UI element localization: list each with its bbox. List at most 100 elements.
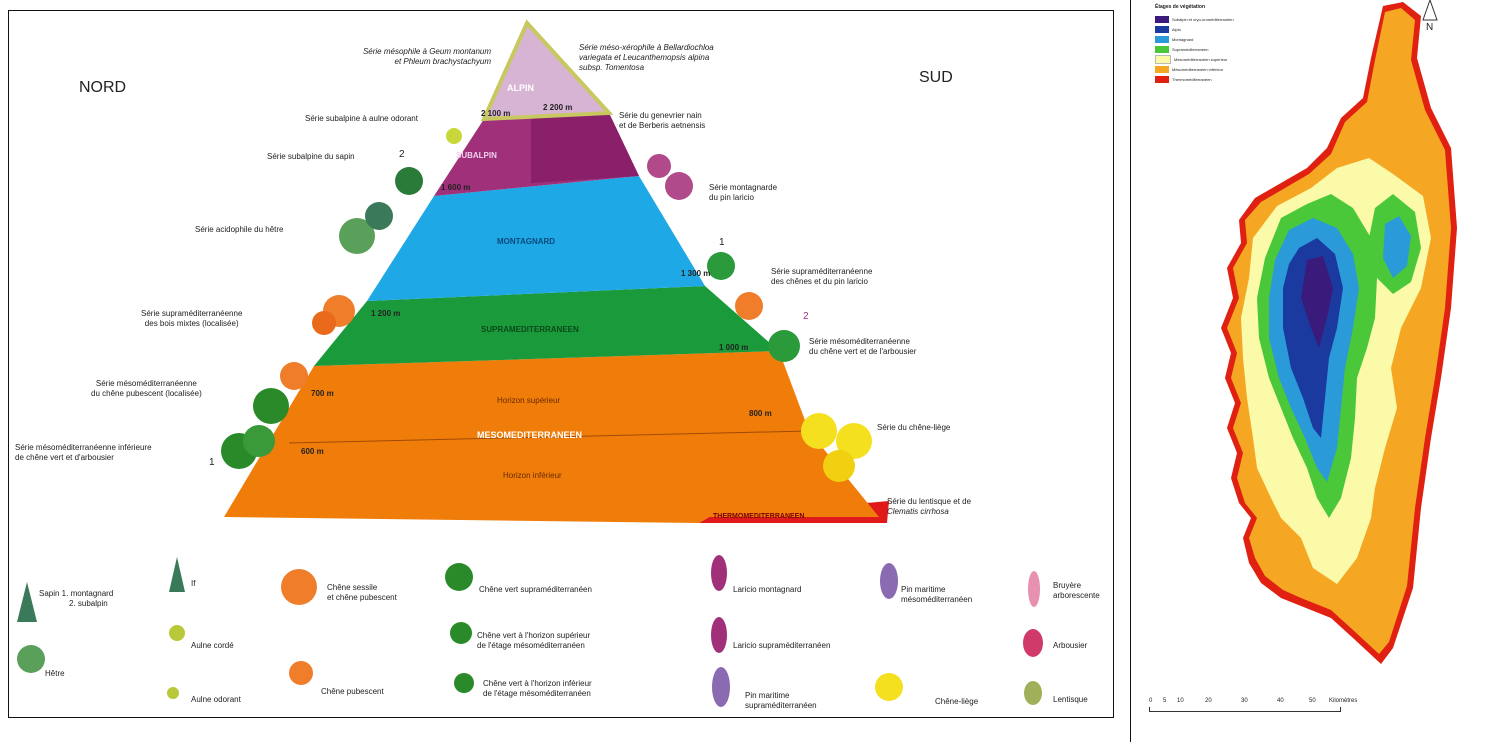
legend-aulne-odorant: Aulne odorant bbox=[191, 695, 241, 704]
laricio-montagnard-icon bbox=[711, 555, 727, 591]
legend-hetre: Hêtre bbox=[45, 669, 65, 678]
alt-1000: 1 000 m bbox=[719, 343, 749, 352]
zone-label-montagnard: MONTAGNARD bbox=[497, 237, 556, 246]
alt-2200: 2 200 m bbox=[543, 103, 573, 112]
chene-vert-supra-icon bbox=[445, 563, 473, 591]
north-label: NORD bbox=[79, 79, 127, 96]
bruyere-icon bbox=[1028, 571, 1040, 607]
series-sapin: Série subalpine du sapin bbox=[267, 152, 355, 161]
sapin-icon bbox=[17, 582, 37, 622]
legend-icons bbox=[17, 555, 1043, 707]
alt-1600: 1 600 m bbox=[441, 183, 471, 192]
arbousier-icon bbox=[1023, 629, 1043, 657]
island-cap-corse-mont bbox=[1383, 216, 1411, 278]
alt-1200: 1 200 m bbox=[371, 309, 401, 318]
aulne-odorant-icon bbox=[167, 687, 179, 699]
series-supra-num: 2 bbox=[803, 311, 809, 322]
map-legend-title: Étages de végétation bbox=[1155, 4, 1206, 10]
alt-800: 800 m bbox=[749, 409, 772, 418]
legend-arbousier: Arbousier bbox=[1053, 641, 1088, 650]
scale-line bbox=[1149, 707, 1341, 712]
legend-chene-pubescent: Chêne pubescent bbox=[321, 687, 384, 696]
series-aulne: Série subalpine à aulne odorant bbox=[305, 114, 418, 123]
island-map bbox=[1221, 2, 1457, 664]
pin-maritime-meso-icon bbox=[880, 563, 898, 599]
diagram-svg bbox=[221, 19, 889, 523]
alt-700: 700 m bbox=[311, 389, 334, 398]
north-arrow-icon bbox=[1422, 0, 1438, 21]
laricio-supra-icon bbox=[711, 617, 727, 653]
swatch-thermo bbox=[1155, 75, 1169, 83]
aulne-corde-icon bbox=[169, 625, 185, 641]
legend-lentisque: Lentisque bbox=[1053, 695, 1088, 704]
zone-label-subalpin: SUBALPIN bbox=[456, 151, 497, 160]
swatch-supra bbox=[1155, 45, 1169, 53]
swatch-meso-sup bbox=[1155, 54, 1171, 64]
meso-divider bbox=[288, 430, 810, 444]
legend-laricio-montagnard: Laricio montagnard bbox=[733, 585, 802, 594]
north-arrow-label: N bbox=[1426, 22, 1434, 33]
chene-sessile-icon bbox=[281, 569, 317, 605]
alt-2100: 2 100 m bbox=[481, 109, 511, 118]
zone-label-thermo: THERMOMEDITERRANEEN bbox=[713, 513, 805, 520]
corsica-vegetation-map: N Étages de végétation Subalpin et cryo-… bbox=[1130, 0, 1509, 742]
series-laricio-num: 1 bbox=[719, 237, 725, 248]
zone-label-meso-sup: Horizon supérieur bbox=[497, 396, 561, 405]
legend-chene-liege: Chêne-liège bbox=[935, 697, 979, 706]
south-label: SUD bbox=[919, 69, 953, 86]
legend-if: If bbox=[191, 579, 196, 588]
if-icon bbox=[169, 557, 185, 592]
swatch-montagnard bbox=[1155, 35, 1169, 43]
zone-label-meso-inf: Horizon inférieur bbox=[503, 471, 562, 480]
swatch-meso-inf bbox=[1155, 65, 1169, 73]
swatch-alpin bbox=[1155, 25, 1169, 33]
lentisque-icon bbox=[1024, 681, 1042, 705]
map-scale-bar: 0 5 10 20 30 40 50 Kilomètres bbox=[1149, 698, 1399, 728]
zone-montagnard bbox=[367, 176, 705, 301]
zone-label-supra: SUPRAMEDITERRANEEN bbox=[481, 325, 579, 334]
pin-maritime-supra-icon bbox=[712, 667, 730, 707]
chene-liege-icon bbox=[875, 673, 903, 701]
alt-1300: 1 300 m bbox=[681, 269, 711, 278]
legend-laricio-supra: Laricio supraméditerranéen bbox=[733, 641, 831, 650]
series-chene-liege: Série du chêne-liège bbox=[877, 423, 951, 432]
island-subalpin bbox=[1301, 256, 1333, 348]
hetre-icon bbox=[17, 645, 45, 673]
series-sapin-num: 2 bbox=[399, 149, 405, 160]
alt-600: 600 m bbox=[301, 447, 324, 456]
scale-ticks: 0 5 10 20 30 40 50 Kilomètres bbox=[1149, 698, 1358, 704]
swatch-subalpin bbox=[1155, 15, 1169, 23]
series-meso-inf-num: 1 bbox=[209, 457, 215, 468]
zone-label-meso: MESOMEDITERRANEEN bbox=[477, 430, 583, 440]
zone-subalpin-right bbox=[531, 113, 639, 183]
chene-pubescent-icon bbox=[289, 661, 313, 685]
chene-vert-sup-icon bbox=[450, 622, 472, 644]
series-hetre: Série acidophile du hêtre bbox=[195, 225, 284, 234]
legend-aulne-corde: Aulne cordé bbox=[191, 641, 234, 650]
map-legend: Subalpin et cryo-oroméditerranéen Alpin … bbox=[1155, 14, 1234, 84]
zone-label-alpin: ALPIN bbox=[507, 83, 534, 93]
tree-cluster-north bbox=[221, 128, 462, 469]
zone-alpin bbox=[480, 19, 614, 122]
legend-chene-vert-supra: Chêne vert supraméditerranéen bbox=[479, 585, 592, 594]
zone-supra bbox=[314, 286, 779, 366]
vegetation-belts-diagram: NORD SUD ALPIN SUBALPIN MONTAGNARD SUPRA… bbox=[8, 10, 1114, 718]
